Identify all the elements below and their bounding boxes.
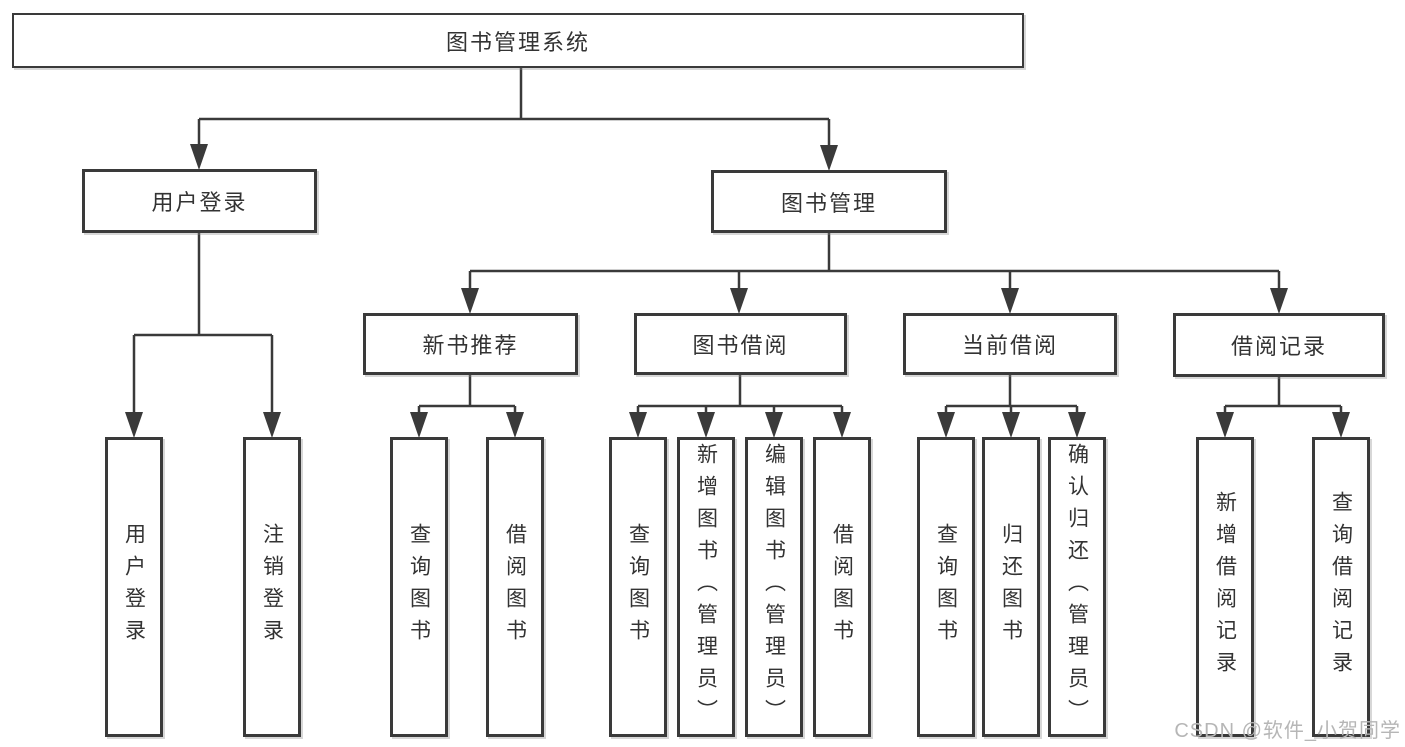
arrowhead-icons xyxy=(125,144,1350,438)
node-edit-books-admin-label: 编辑图书（管理员） xyxy=(762,443,786,731)
node-borrow-books-borrowing-label: 借阅图书 xyxy=(830,523,854,651)
node-borrow-books-recommend-label: 借阅图书 xyxy=(503,523,527,651)
node-logout-action: 注销登录 xyxy=(243,437,301,737)
node-book-borrowing-label: 图书借阅 xyxy=(692,333,789,358)
node-confirm-return-admin: 确认归还（管理员） xyxy=(1048,437,1106,737)
node-book-management-label: 图书管理 xyxy=(780,190,877,216)
node-borrow-books-recommend: 借阅图书 xyxy=(486,437,544,737)
node-new-book-recommend: 新书推荐 xyxy=(363,313,578,375)
node-current-borrowing-label: 当前借阅 xyxy=(961,333,1058,358)
node-borrowing-records: 借阅记录 xyxy=(1173,313,1385,377)
node-return-books: 归还图书 xyxy=(982,437,1040,737)
node-edit-books-admin: 编辑图书（管理员） xyxy=(745,437,803,737)
node-query-books-borrowing-label: 查询图书 xyxy=(626,523,650,651)
node-new-book-recommend-label: 新书推荐 xyxy=(422,333,519,358)
node-current-borrowing: 当前借阅 xyxy=(903,313,1117,375)
node-library-system: 图书管理系统 xyxy=(12,13,1024,68)
node-query-books-recommend-label: 查询图书 xyxy=(407,523,431,651)
node-add-books-admin: 新增图书（管理员） xyxy=(677,437,735,737)
node-query-books-recommend: 查询图书 xyxy=(390,437,448,737)
node-add-borrow-record-label: 新增借阅记录 xyxy=(1213,491,1237,683)
node-library-system-label: 图书管理系统 xyxy=(445,29,590,55)
node-query-books-current: 查询图书 xyxy=(917,437,975,737)
node-book-borrowing: 图书借阅 xyxy=(634,313,847,375)
node-user-login-action-label: 用户登录 xyxy=(122,523,146,651)
node-query-borrow-record-label: 查询借阅记录 xyxy=(1329,491,1353,683)
node-add-borrow-record: 新增借阅记录 xyxy=(1196,437,1254,737)
node-user-login: 用户登录 xyxy=(82,169,317,233)
node-add-books-admin-label: 新增图书（管理员） xyxy=(694,443,718,731)
node-confirm-return-admin-label: 确认归还（管理员） xyxy=(1065,443,1089,731)
node-return-books-label: 归还图书 xyxy=(999,523,1023,651)
node-book-management: 图书管理 xyxy=(711,170,947,233)
node-query-borrow-record: 查询借阅记录 xyxy=(1312,437,1370,737)
node-logout-action-label: 注销登录 xyxy=(260,523,284,651)
node-borrow-books-borrowing: 借阅图书 xyxy=(813,437,871,737)
node-user-login-label: 用户登录 xyxy=(151,190,248,215)
node-borrowing-records-label: 借阅记录 xyxy=(1230,334,1327,359)
watermark: CSDN @软件_小贺同学 xyxy=(1174,720,1401,742)
node-query-books-current-label: 查询图书 xyxy=(934,523,958,651)
node-query-books-borrowing: 查询图书 xyxy=(609,437,667,737)
node-user-login-action: 用户登录 xyxy=(105,437,163,737)
